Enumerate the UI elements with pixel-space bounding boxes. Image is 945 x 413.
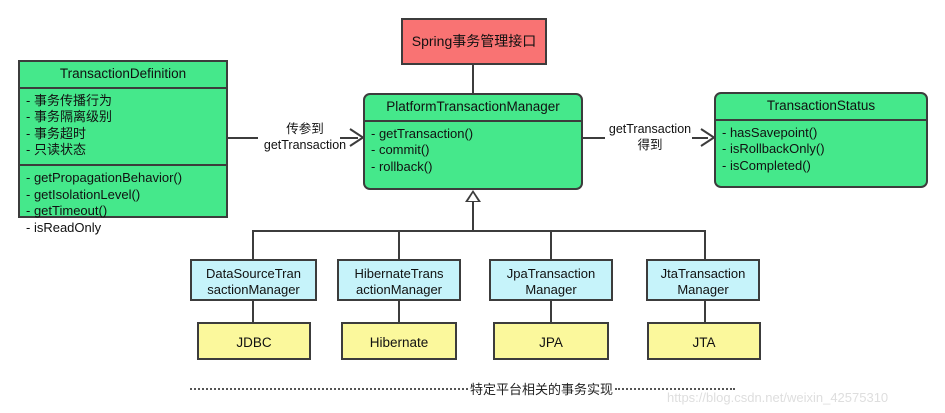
- footer-dotted-line: 特定平台相关的事务实现: [190, 379, 735, 398]
- impl-box-datasource-transaction-manager: DataSourceTran sactionManager: [190, 259, 317, 301]
- class-name-platform-transaction-manager: PlatformTransactionManager: [386, 99, 560, 114]
- arrow-open-right-icon: [349, 128, 365, 147]
- class-name-transaction-definition: TransactionDefinition: [59, 66, 187, 81]
- class-box-transaction-status: TransactionStatus - hasSavepoint() - isR…: [714, 92, 928, 188]
- impl-label-jta-transaction-manager: JtaTransaction Manager: [648, 261, 758, 303]
- edge-label-right-line2: 得到: [637, 137, 663, 152]
- inheritance-triangle-icon: [465, 190, 481, 202]
- operation-item: - commit(): [371, 142, 430, 158]
- dotted-segment-right: [615, 387, 735, 390]
- tech-box-jta: JTA: [647, 322, 761, 360]
- impl-label-line2: sactionManager: [207, 281, 300, 297]
- class-separator: [716, 118, 926, 121]
- spring-transaction-title-box: Spring事务管理接口: [401, 18, 547, 65]
- attribute-item: - 事务传播行为: [26, 92, 112, 108]
- tech-label-jdbc: JDBC: [236, 335, 272, 350]
- operation-list-transaction-definition: - getPropagationBehavior() - getIsolatio…: [20, 166, 226, 242]
- operation-item: - isReadOnly: [26, 219, 102, 235]
- impl-label-line1: JtaTransaction: [660, 266, 746, 281]
- attribute-item: - 事务隔离级别: [26, 109, 112, 125]
- operation-item: - getTimeout(): [26, 203, 108, 219]
- impl-label-jpa-transaction-manager: JpaTransaction Manager: [491, 261, 611, 303]
- spring-transaction-title-label: Spring事务管理接口: [411, 33, 537, 49]
- operation-item: - isRollbackOnly(): [722, 141, 825, 157]
- connector-definition-to-manager-tail: [340, 137, 358, 139]
- class-box-transaction-definition: TransactionDefinition - 事务传播行为 - 事务隔离级别 …: [18, 60, 228, 235]
- edge-label-right: getTransaction 得到: [602, 122, 698, 153]
- edge-label-left: 传参到 getTransaction: [253, 122, 357, 153]
- attribute-item: - 事务超时: [26, 125, 86, 141]
- operation-item: - getIsolationLevel(): [26, 186, 141, 202]
- edge-label-right-line1: getTransaction: [608, 122, 692, 136]
- operation-list-platform-transaction-manager: - getTransaction() - commit() - rollback…: [365, 122, 581, 181]
- connector-drop-leg: [550, 230, 552, 259]
- class-box-platform-transaction-manager: PlatformTransactionManager - getTransact…: [363, 93, 583, 190]
- connector-drop-leg: [398, 230, 400, 259]
- connector-manager-to-status-tail: [692, 137, 708, 139]
- tech-label-jta: JTA: [692, 335, 716, 350]
- footer-caption-label: 特定平台相关的事务实现: [469, 382, 613, 397]
- impl-label-line1: HibernateTrans: [354, 266, 444, 281]
- operation-item: - hasSavepoint(): [722, 124, 818, 140]
- connector-inheritance-trunk: [472, 201, 474, 231]
- impl-label-datasource-transaction-manager: DataSourceTran sactionManager: [192, 261, 315, 303]
- operation-item: - getTransaction(): [371, 125, 474, 141]
- impl-box-jta-transaction-manager: JtaTransaction Manager: [646, 259, 760, 301]
- tech-label-jpa: JPA: [539, 335, 563, 350]
- tech-box-hibernate: Hibernate: [341, 322, 457, 360]
- connector-drop-leg: [704, 230, 706, 259]
- watermark-text: https://blog.csdn.net/weixin_42575310: [667, 390, 889, 405]
- class-separator: [20, 164, 226, 167]
- attribute-list-transaction-definition: - 事务传播行为 - 事务隔离级别 - 事务超时 - 只读状态: [20, 89, 226, 165]
- impl-box-jpa-transaction-manager: JpaTransaction Manager: [489, 259, 613, 301]
- impl-label-line2: actionManager: [356, 281, 442, 297]
- impl-label-hibernate-transaction-manager: HibernateTrans actionManager: [339, 261, 459, 303]
- impl-label-line1: JpaTransaction: [506, 266, 596, 281]
- impl-label-line2: Manager: [677, 281, 729, 297]
- impl-label-line2: Manager: [525, 281, 577, 297]
- attribute-item: - 只读状态: [26, 142, 86, 158]
- connector-inheritance-bus: [252, 230, 706, 232]
- operation-list-transaction-status: - hasSavepoint() - isRollbackOnly() - is…: [716, 121, 926, 180]
- connector-definition-to-manager-stub: [228, 137, 258, 139]
- class-separator: [20, 86, 226, 89]
- connector-drop-leg: [252, 230, 254, 259]
- class-separator: [365, 119, 581, 122]
- connector-impl-to-tech: [704, 301, 706, 322]
- operation-item: - getPropagationBehavior(): [26, 170, 183, 186]
- edge-label-left-line1: 传参到: [286, 122, 324, 136]
- tech-box-jpa: JPA: [493, 322, 609, 360]
- impl-label-line1: DataSourceTran: [206, 266, 301, 281]
- connector-impl-to-tech: [398, 301, 400, 322]
- connector-impl-to-tech: [252, 301, 254, 322]
- tech-label-hibernate: Hibernate: [369, 335, 429, 350]
- connector-title-to-manager: [472, 65, 474, 95]
- tech-box-jdbc: JDBC: [197, 322, 311, 360]
- dotted-segment-left: [190, 387, 468, 390]
- class-name-transaction-status: TransactionStatus: [766, 98, 876, 113]
- operation-item: - rollback(): [371, 158, 433, 174]
- connector-impl-to-tech: [550, 301, 552, 322]
- edge-label-left-line2: getTransaction: [263, 137, 347, 152]
- operation-item: - isCompleted(): [722, 157, 811, 173]
- impl-box-hibernate-transaction-manager: HibernateTrans actionManager: [337, 259, 461, 301]
- arrow-open-right-icon: [700, 128, 716, 147]
- connector-manager-to-status-stub: [583, 137, 605, 139]
